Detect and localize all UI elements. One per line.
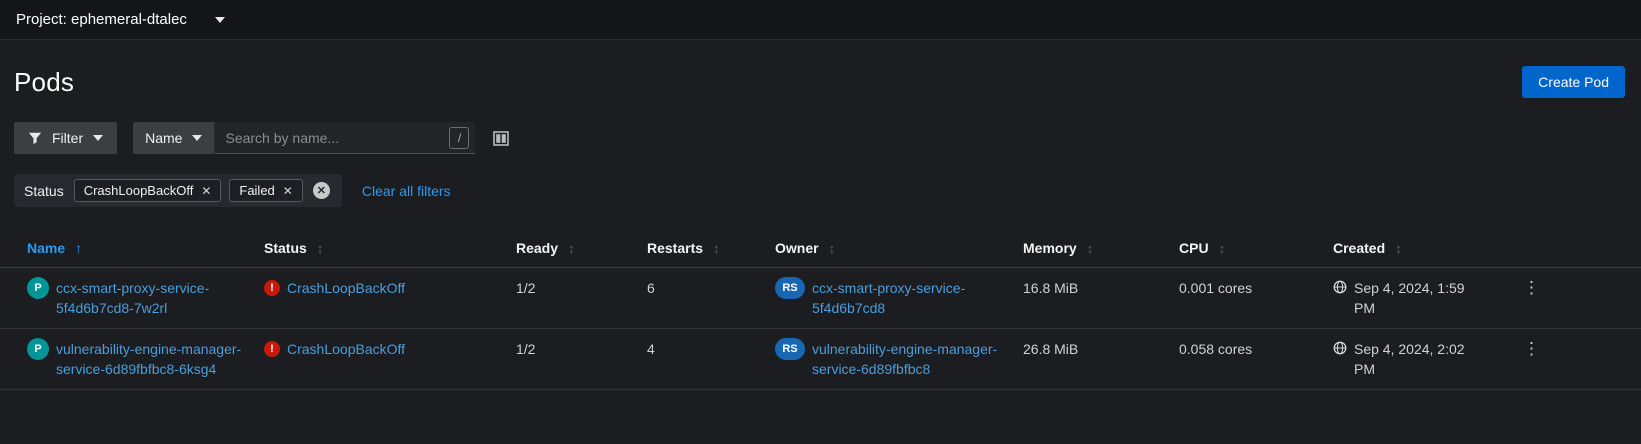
globe-icon	[1333, 280, 1347, 294]
pod-name-link[interactable]: vulnerability-engine-manager-service-6d8…	[56, 341, 242, 377]
column-header-cpu[interactable]: CPU ↕	[1179, 240, 1226, 256]
filter-chip-label: CrashLoopBackOff	[83, 183, 194, 198]
remove-chip-group-button[interactable]: ✕	[311, 182, 332, 199]
search-attribute-label: Name	[145, 130, 183, 146]
search-group: Name /	[133, 122, 476, 154]
chevron-down-icon	[214, 16, 225, 23]
page-title: Pods	[14, 66, 75, 97]
search-input[interactable]	[215, 122, 476, 153]
created-cell: Sep 4, 2024, 1:59 PM	[1333, 268, 1495, 328]
filter-chip: CrashLoopBackOff ✕	[73, 179, 222, 202]
kebab-menu-button[interactable]: ⋮	[1517, 278, 1546, 298]
toolbar: Filter Name /	[0, 116, 1641, 164]
pod-badge-icon: P	[27, 338, 49, 360]
clear-all-filters-link[interactable]: Clear all filters	[361, 182, 451, 199]
column-header-restarts[interactable]: Restarts ↕	[647, 240, 720, 256]
chip-group-label: Status	[24, 182, 64, 199]
sort-icon: ↕	[828, 240, 836, 256]
project-selector-label: Project: ephemeral-dtalec	[16, 11, 187, 28]
create-pod-button[interactable]: Create Pod	[1522, 66, 1625, 98]
table-header: Name ↑ Status ↕ Ready ↕ Restarts ↕ Owner…	[0, 229, 1641, 268]
column-header-memory[interactable]: Memory ↕	[1023, 240, 1094, 256]
owner-cell: RS vulnerability-engine-manager-service-…	[775, 329, 1023, 389]
close-circle-icon: ✕	[312, 182, 330, 199]
status-cell: ! CrashLoopBackOff	[264, 268, 516, 328]
toolbar-left: Filter Name /	[14, 122, 513, 154]
column-header-owner[interactable]: Owner ↕	[775, 240, 836, 256]
memory-cell: 26.8 MiB	[1023, 341, 1079, 357]
sort-icon: ↕	[568, 240, 575, 256]
owner-link[interactable]: ccx-smart-proxy-service-5f4d6b7cd8	[812, 280, 966, 316]
filter-chip: Failed ✕	[229, 179, 303, 202]
error-status-icon: !	[264, 341, 280, 357]
actions-cell: ⋮	[1495, 268, 1627, 328]
filter-chip-label: Failed	[239, 183, 275, 198]
ready-cell: 1/2	[516, 280, 536, 296]
column-header-created[interactable]: Created ↕	[1333, 240, 1402, 256]
column-header-ready[interactable]: Ready ↕	[516, 240, 575, 256]
table-row: P ccx-smart-proxy-service-5f4d6b7cd8-7w2…	[0, 268, 1641, 329]
sort-ascending-icon: ↑	[75, 240, 83, 256]
manage-columns-button[interactable]	[489, 127, 513, 150]
filter-dropdown[interactable]: Filter	[14, 122, 118, 154]
page-header: Pods Create Pod	[0, 40, 1641, 116]
cpu-cell: 0.058 cores	[1179, 341, 1253, 357]
status-link[interactable]: CrashLoopBackOff	[287, 280, 406, 296]
status-chip-group: Status CrashLoopBackOff ✕ Failed ✕ ✕	[14, 174, 342, 207]
globe-icon	[1333, 341, 1347, 355]
replicaset-badge-icon: RS	[775, 277, 805, 299]
filter-dropdown-label: Filter	[52, 130, 84, 146]
project-selector[interactable]: Project: ephemeral-dtalec	[16, 11, 225, 28]
pod-name-link[interactable]: ccx-smart-proxy-service-5f4d6b7cd8-7w2rl	[56, 280, 210, 316]
pod-badge-icon: P	[27, 277, 49, 299]
close-icon: ✕	[282, 183, 293, 198]
error-status-icon: !	[264, 280, 280, 296]
remove-chip-button[interactable]: ✕	[283, 185, 293, 197]
masthead: Project: ephemeral-dtalec	[0, 0, 1641, 40]
sort-icon: ↕	[1395, 240, 1402, 256]
search-attribute-select[interactable]: Name	[133, 122, 216, 154]
active-filters-row: Status CrashLoopBackOff ✕ Failed ✕ ✕ Cle…	[0, 164, 1641, 221]
name-cell: P vulnerability-engine-manager-service-6…	[14, 329, 264, 389]
pods-table: Name ↑ Status ↕ Ready ↕ Restarts ↕ Owner…	[0, 229, 1641, 390]
owner-link[interactable]: vulnerability-engine-manager-service-6d8…	[812, 341, 998, 377]
search-shortcut-hint: /	[449, 127, 470, 149]
table-body: P ccx-smart-proxy-service-5f4d6b7cd8-7w2…	[0, 268, 1641, 390]
kebab-menu-button[interactable]: ⋮	[1517, 339, 1546, 359]
memory-cell: 16.8 MiB	[1023, 280, 1079, 296]
created-cell: Sep 4, 2024, 2:02 PM	[1333, 329, 1495, 389]
created-timestamp: Sep 4, 2024, 2:02 PM	[1354, 341, 1465, 377]
filter-funnel-icon	[28, 131, 42, 145]
table-row: P vulnerability-engine-manager-service-6…	[0, 329, 1641, 390]
status-link[interactable]: CrashLoopBackOff	[287, 341, 406, 357]
actions-cell: ⋮	[1495, 329, 1627, 389]
sort-icon: ↕	[1218, 240, 1226, 256]
column-header-status[interactable]: Status ↕	[264, 240, 324, 256]
sort-icon: ↕	[713, 240, 720, 256]
chevron-down-icon	[93, 135, 104, 141]
columns-icon	[493, 130, 510, 146]
chevron-down-icon	[192, 135, 203, 141]
sort-icon: ↕	[316, 240, 324, 256]
column-header-actions	[1495, 229, 1627, 267]
restarts-cell: 6	[647, 280, 655, 296]
name-cell: P ccx-smart-proxy-service-5f4d6b7cd8-7w2…	[14, 268, 264, 328]
column-header-name[interactable]: Name ↑	[27, 240, 83, 256]
search-field: /	[215, 122, 476, 154]
remove-chip-button[interactable]: ✕	[201, 185, 211, 197]
created-timestamp: Sep 4, 2024, 1:59 PM	[1354, 280, 1465, 316]
replicaset-badge-icon: RS	[775, 338, 805, 360]
ready-cell: 1/2	[516, 341, 536, 357]
owner-cell: RS ccx-smart-proxy-service-5f4d6b7cd8	[775, 268, 1023, 328]
cpu-cell: 0.001 cores	[1179, 280, 1253, 296]
status-cell: ! CrashLoopBackOff	[264, 329, 516, 389]
sort-icon: ↕	[1086, 240, 1094, 256]
restarts-cell: 4	[647, 341, 655, 357]
close-icon: ✕	[201, 183, 212, 198]
